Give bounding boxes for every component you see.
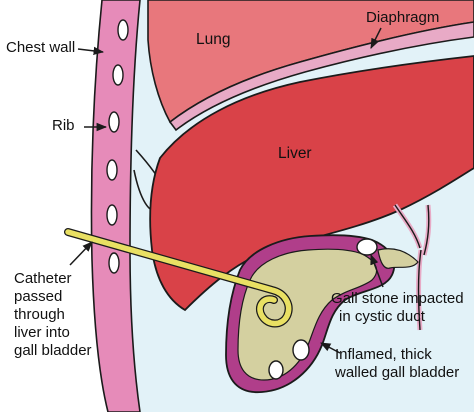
rib-6 [108,252,120,274]
arrow-chest-wall [77,46,105,56]
label-catheter-line-3: through [14,306,65,323]
gall-bladder-lumen [237,248,378,381]
stone-impacted [356,238,378,256]
arrow-gall-stone [370,254,384,288]
leader-lines [69,27,384,354]
label-gall-bladder: Inflamed, thick walled gall bladder [335,346,459,382]
liver [149,55,474,312]
arrow-gall-bladder [320,342,341,354]
arrow-diaphragm [370,27,382,49]
label-diaphragm: Diaphragm [366,9,440,26]
label-catheter: Catheter passed through liver into gall … [14,270,92,360]
outside-body [0,0,108,412]
chest-wall [90,0,141,412]
label-catheter-line-2: passed [14,288,63,305]
label-catheter-line-5: gall bladder [14,342,92,359]
label-gall-stone-line-2: in cystic duct [339,308,425,325]
stone-2 [268,360,284,380]
label-catheter-line-1: Catheter [14,270,72,287]
label-gall-stone-line-1: Gall stone impacted [331,290,464,307]
rib-4 [106,159,118,181]
arrow-catheter [69,241,93,266]
label-rib: Rib [52,117,75,134]
gall-stones [268,238,378,380]
label-gall-bladder-line-1: Inflamed, thick [335,346,432,363]
label-gall-stone: Gall stone impacted in cystic duct [331,290,464,326]
label-liver: Liver [278,145,312,162]
rib-5 [106,204,118,226]
ribs [106,19,129,274]
stone-1 [292,339,310,361]
rib-1 [117,19,129,41]
rib-3 [108,111,120,133]
catheter [64,228,293,328]
label-chest-wall: Chest wall [6,39,76,56]
label-gall-bladder-line-2: walled gall bladder [335,364,460,381]
diaphragm [168,21,474,132]
label-catheter-line-4: liver into [14,324,70,341]
label-lung: Lung [196,31,231,48]
rib-2 [112,64,124,86]
cystic-duct [377,248,419,269]
bile-ducts [392,203,432,331]
